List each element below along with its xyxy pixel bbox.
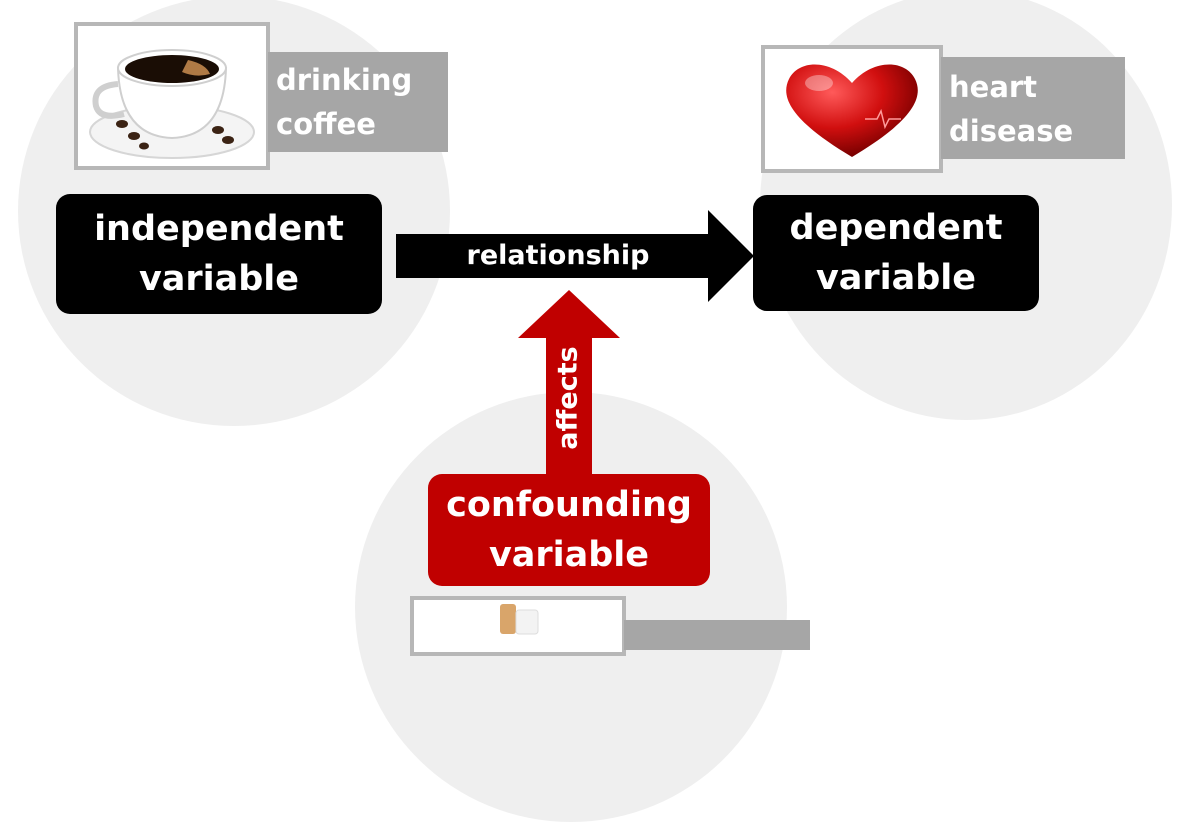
box-line: variable [815,258,977,298]
tag-confounder [624,620,810,650]
dependent-variable-box: dependent variable [753,195,1039,311]
tag-heart-disease: heart disease [941,57,1125,159]
box-line: dependent [789,208,1003,248]
box-line: independent [94,209,344,249]
box-line: variable [488,535,650,575]
tag-drinking-coffee: drinking coffee [268,52,448,152]
heart-photo [761,45,943,173]
confounding-variable-box: confounding variable [428,474,710,586]
arrows-layer [396,210,754,476]
box-line: variable [138,259,300,299]
heart-icon [786,64,918,157]
affects-label: affects [552,346,584,450]
tag-line: disease [949,114,1074,148]
coffee-photo [74,22,270,170]
confounder-photo [410,596,626,656]
tag-line: heart [949,70,1038,104]
cigarette-icon [500,604,539,635]
tag-line: drinking [276,63,413,97]
relationship-arrow [396,210,754,302]
relationship-label: relationship [466,240,650,271]
tag-line: coffee [276,107,376,141]
coffee-cup-icon [89,49,255,159]
affects-arrow [518,290,620,476]
box-line: confounding [446,485,692,525]
independent-variable-box: independent variable [56,194,382,314]
